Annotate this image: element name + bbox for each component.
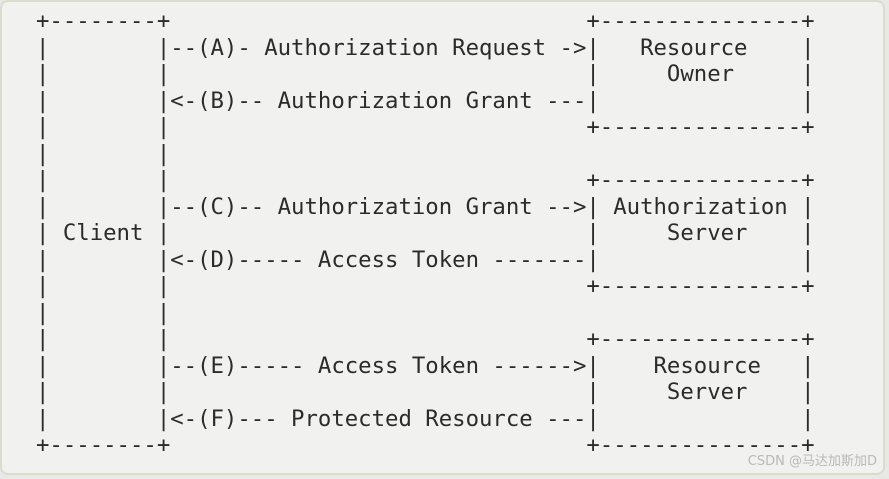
diagram-line: | | +---------------+ — [36, 114, 815, 140]
diagram-line: | |--(A)- Authorization Request ->| Reso… — [36, 34, 815, 61]
diagram-line: | | — [36, 140, 171, 167]
diagram-line: | |<-(D)----- Access Token -------| | — [36, 246, 815, 273]
diagram-line: | |<-(B)-- Authorization Grant ---| | — [36, 87, 815, 114]
diagram-line: | | | Owner | — [36, 61, 815, 87]
diagram-line: +--------+ +---------------+ — [36, 8, 815, 34]
diagram-line: | |--(E)----- Access Token ------>| Reso… — [36, 352, 815, 379]
diagram-line: | | +---------------+ — [36, 326, 815, 352]
diagram-line: | |<-(F)--- Protected Resource ---| | — [36, 405, 815, 432]
oauth-flow-diagram: +--------+ +---------------+| |--(A)- Au… — [36, 8, 815, 459]
diagram-line: +--------+ +---------------+ — [36, 432, 815, 458]
diagram-line: | Client | | Server | — [36, 220, 815, 246]
diagram-line: | | | Server | — [36, 379, 815, 405]
diagram-line: | |--(C)-- Authorization Grant -->| Auth… — [36, 193, 815, 220]
watermark: CSDN @马达加斯加D — [747, 454, 877, 469]
diagram-line: | | +---------------+ — [36, 167, 815, 193]
diagram-line: | | +---------------+ — [36, 273, 815, 299]
diagram-line: | | — [36, 299, 171, 326]
